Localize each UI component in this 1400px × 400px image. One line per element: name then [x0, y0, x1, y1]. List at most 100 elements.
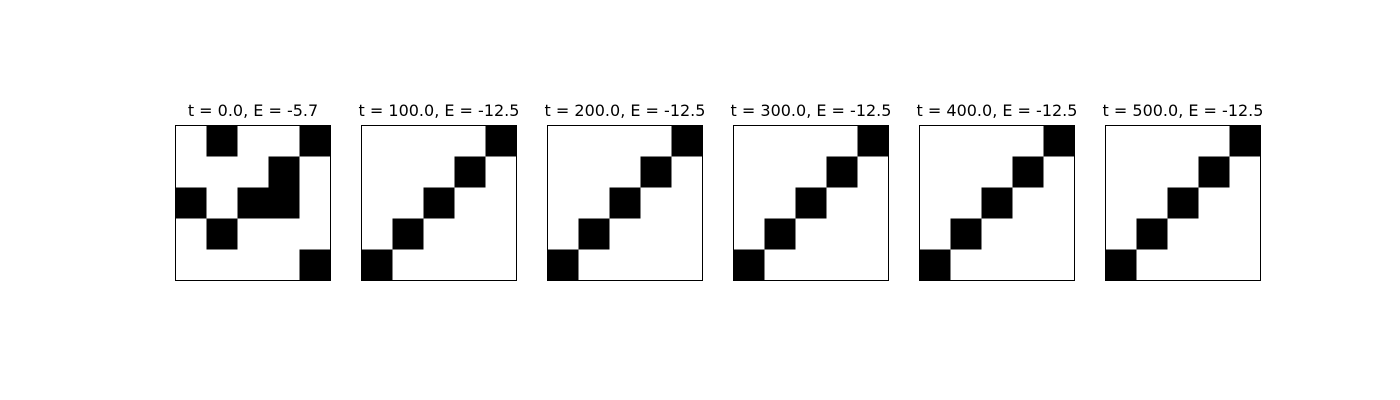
filled-cell — [454, 156, 486, 188]
empty-cell — [764, 249, 796, 281]
empty-cell — [826, 249, 858, 281]
panel-title: t = 100.0, E = -12.5 — [359, 101, 520, 120]
empty-cell — [392, 249, 424, 281]
empty-cell — [361, 218, 393, 250]
panel-title: t = 300.0, E = -12.5 — [731, 101, 892, 120]
empty-cell — [671, 187, 703, 219]
panel-frame — [919, 125, 1075, 281]
empty-cell — [733, 125, 765, 157]
empty-cell — [578, 156, 610, 188]
empty-cell — [950, 125, 982, 157]
empty-cell — [640, 125, 672, 157]
empty-cell — [640, 249, 672, 281]
filled-cell — [206, 218, 238, 250]
empty-cell — [1012, 125, 1044, 157]
filled-cell — [299, 125, 331, 157]
empty-cell — [1043, 156, 1075, 188]
empty-cell — [1043, 218, 1075, 250]
empty-cell — [1043, 249, 1075, 281]
empty-cell — [981, 156, 1013, 188]
empty-cell — [237, 218, 269, 250]
empty-cell — [299, 187, 331, 219]
empty-cell — [919, 125, 951, 157]
panel-title: t = 500.0, E = -12.5 — [1103, 101, 1264, 120]
empty-cell — [950, 156, 982, 188]
empty-cell — [981, 218, 1013, 250]
empty-cell — [826, 218, 858, 250]
filled-cell — [268, 187, 300, 219]
empty-cell — [423, 156, 455, 188]
empty-cell — [640, 187, 672, 219]
filled-cell — [1012, 156, 1044, 188]
panel-4: t = 300.0, E = -12.5 — [731, 101, 892, 281]
empty-cell — [1167, 249, 1199, 281]
empty-cell — [299, 156, 331, 188]
empty-cell — [1136, 125, 1168, 157]
filled-cell — [1198, 156, 1230, 188]
filled-cell — [981, 187, 1013, 219]
filled-cell — [423, 187, 455, 219]
empty-cell — [1198, 187, 1230, 219]
empty-cell — [1012, 249, 1044, 281]
empty-cell — [1105, 156, 1137, 188]
empty-cell — [206, 187, 238, 219]
empty-cell — [392, 125, 424, 157]
filled-cell — [237, 187, 269, 219]
panel-frame — [547, 125, 703, 281]
empty-cell — [1105, 218, 1137, 250]
empty-cell — [547, 125, 579, 157]
empty-cell — [361, 156, 393, 188]
filled-cell — [547, 249, 579, 281]
filled-cell — [175, 187, 207, 219]
empty-cell — [547, 218, 579, 250]
empty-cell — [454, 187, 486, 219]
empty-cell — [826, 187, 858, 219]
empty-cell — [733, 187, 765, 219]
empty-cell — [361, 125, 393, 157]
empty-cell — [1198, 125, 1230, 157]
empty-cell — [206, 249, 238, 281]
filled-cell — [609, 187, 641, 219]
empty-cell — [1167, 218, 1199, 250]
empty-cell — [547, 156, 579, 188]
filled-cell — [795, 187, 827, 219]
empty-cell — [1012, 218, 1044, 250]
empty-cell — [547, 187, 579, 219]
empty-cell — [299, 218, 331, 250]
empty-cell — [795, 156, 827, 188]
empty-cell — [857, 249, 889, 281]
empty-cell — [919, 156, 951, 188]
filled-cell — [392, 218, 424, 250]
empty-cell — [1012, 187, 1044, 219]
empty-cell — [454, 218, 486, 250]
filled-cell — [826, 156, 858, 188]
empty-cell — [175, 125, 207, 157]
empty-cell — [733, 218, 765, 250]
panel-frame — [361, 125, 517, 281]
filled-cell — [578, 218, 610, 250]
empty-cell — [1229, 249, 1261, 281]
empty-cell — [826, 125, 858, 157]
empty-cell — [268, 125, 300, 157]
empty-cell — [423, 218, 455, 250]
empty-cell — [1043, 187, 1075, 219]
panel-3: t = 200.0, E = -12.5 — [545, 101, 705, 281]
empty-cell — [671, 156, 703, 188]
filled-cell — [950, 218, 982, 250]
empty-cell — [950, 249, 982, 281]
panel-frame — [175, 125, 331, 281]
panel-5: t = 400.0, E = -12.5 — [917, 101, 1077, 281]
filled-cell — [640, 156, 672, 188]
filled-cell — [1043, 125, 1075, 157]
empty-cell — [1167, 156, 1199, 188]
panel-frame — [733, 125, 889, 281]
empty-cell — [795, 218, 827, 250]
empty-cell — [237, 125, 269, 157]
empty-cell — [950, 187, 982, 219]
panel-6: t = 500.0, E = -12.5 — [1103, 101, 1264, 281]
filled-cell — [764, 218, 796, 250]
empty-cell — [609, 125, 641, 157]
empty-cell — [485, 218, 517, 250]
empty-cell — [1136, 187, 1168, 219]
